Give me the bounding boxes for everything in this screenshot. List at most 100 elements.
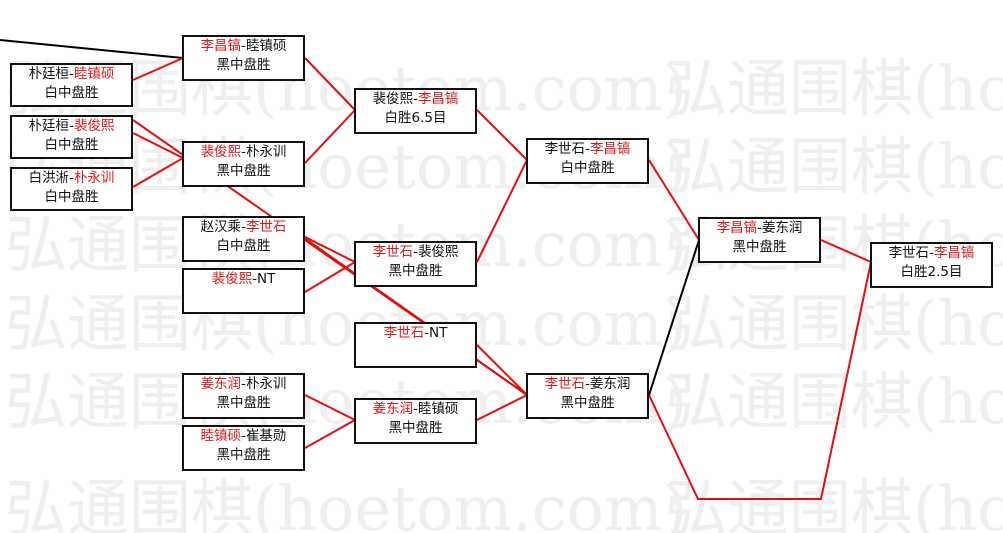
- separator: -: [241, 144, 246, 160]
- match-result: 黑中盘胜: [388, 420, 443, 436]
- separator: -: [69, 118, 74, 134]
- bracket-line: [648, 159, 700, 241]
- match-r3m3: 李世石-NT: [354, 322, 477, 368]
- player-name: 李世石: [544, 141, 586, 157]
- separator: -: [69, 66, 74, 82]
- player-name: 李世石: [245, 219, 287, 235]
- match-r2m3: 赵汉乘-李世石 白中盘胜: [182, 216, 305, 262]
- separator: -: [252, 271, 257, 287]
- player-name: 李昌镐: [417, 91, 459, 107]
- separator: -: [241, 428, 246, 444]
- match-r1m1: 朴廷桓-睦镇硕 白中盘胜: [10, 63, 133, 107]
- separator: -: [929, 245, 934, 261]
- match-r4m2: 李世石-姜东润 黑中盘胜: [526, 373, 649, 419]
- bracket-line: [304, 236, 356, 263]
- separator: -: [241, 219, 246, 235]
- separator: -: [585, 141, 590, 157]
- match-result: 白中盘胜: [44, 189, 99, 205]
- match-result: 白胜6.5目: [384, 110, 447, 126]
- bracket-line: [476, 344, 528, 396]
- player-name: 李世石: [372, 244, 414, 260]
- player-name: 崔基勋: [245, 428, 287, 444]
- separator: -: [757, 220, 762, 236]
- player-name: 姜东润: [200, 376, 242, 392]
- player-name: 朴永训: [245, 144, 287, 160]
- match-result: 黑中盘胜: [388, 263, 443, 279]
- bracket-line: [0, 39, 184, 59]
- separator: -: [413, 244, 418, 260]
- player-name: NT: [257, 271, 276, 287]
- match-result: 黑中盘胜: [216, 395, 271, 411]
- player-name: 裴俊熙: [211, 271, 253, 287]
- separator: -: [69, 170, 74, 186]
- bracket-line: [304, 57, 356, 111]
- player-name: 睦镇硕: [417, 401, 459, 417]
- player-name: 睦镇硕: [245, 38, 287, 54]
- match-r1m3: 白洪淅-朴永训 白中盘胜: [10, 167, 133, 211]
- separator: -: [413, 401, 418, 417]
- bracket-line: [132, 132, 184, 159]
- player-name: 朴永训: [245, 376, 287, 392]
- player-name: 朴廷桓: [28, 66, 70, 82]
- match-r2m6: 睦镇硕-崔基勋 黑中盘胜: [182, 425, 305, 471]
- player-name: 姜东润: [372, 401, 414, 417]
- separator: -: [424, 325, 429, 341]
- match-result: 黑中盘胜: [216, 447, 271, 463]
- match-result: 白中盘胜: [44, 85, 99, 101]
- separator: -: [241, 376, 246, 392]
- match-result: 白胜2.5目: [900, 264, 963, 280]
- match-r6m1: 李世石-李昌镐 白胜2.5目: [870, 242, 993, 288]
- player-name: 睦镇硕: [200, 428, 242, 444]
- player-name: 睦镇硕: [73, 66, 115, 82]
- player-name: 朴永训: [73, 170, 115, 186]
- match-result: 黑中盘胜: [560, 395, 615, 411]
- player-name: 李世石: [383, 325, 425, 341]
- bracket-line: [132, 157, 184, 188]
- player-name: 李昌镐: [200, 38, 242, 54]
- match-result: 黑中盘胜: [732, 239, 787, 255]
- match-r2m1: 李昌镐-睦镇硕 黑中盘胜: [182, 35, 305, 81]
- bracket-line: [648, 261, 872, 500]
- match-r2m2: 裴俊熙-朴永训 黑中盘胜: [182, 141, 305, 187]
- player-name: 裴俊熙: [372, 91, 414, 107]
- bracket-line: [476, 109, 528, 161]
- match-r5m1: 李昌镐-姜东润 黑中盘胜: [698, 217, 821, 263]
- match-r3m1: 裴俊熙-李昌镐 白胜6.5目: [354, 88, 477, 134]
- player-name: 李昌镐: [716, 220, 758, 236]
- player-name: NT: [429, 325, 448, 341]
- match-r4m1: 李世石-李昌镐 白中盘胜: [526, 138, 649, 184]
- bracket-line: [476, 394, 528, 421]
- match-result: 白中盘胜: [44, 137, 99, 153]
- bracket-line: [302, 236, 528, 396]
- player-name: 姜东润: [589, 376, 631, 392]
- match-result: 黑中盘胜: [216, 57, 271, 73]
- separator: -: [413, 91, 418, 107]
- player-name: 姜东润: [761, 220, 803, 236]
- player-name: 李世石: [544, 376, 586, 392]
- bracket-line: [476, 159, 528, 263]
- player-name: 李昌镐: [589, 141, 631, 157]
- bracket-line: [648, 239, 700, 396]
- player-name: 裴俊熙: [73, 118, 115, 134]
- player-name: 裴俊熙: [200, 144, 242, 160]
- bracket-line: [304, 419, 356, 449]
- bracket-line: [132, 57, 184, 81]
- bracket-line: [304, 261, 356, 293]
- bracket-line: [820, 239, 872, 263]
- match-result: 黑中盘胜: [216, 163, 271, 179]
- player-name: 裴俊熙: [417, 244, 459, 260]
- player-name: 白洪淅: [28, 170, 70, 186]
- match-r3m2: 李世石-裴俊熙 黑中盘胜: [354, 241, 477, 287]
- match-r3m4: 姜东润-睦镇硕 黑中盘胜: [354, 398, 477, 444]
- match-result: 白中盘胜: [560, 160, 615, 176]
- separator: -: [585, 376, 590, 392]
- match-r2m5: 姜东润-朴永训 黑中盘胜: [182, 373, 305, 419]
- player-name: 李世石: [888, 245, 930, 261]
- player-name: 朴廷桓: [28, 118, 70, 134]
- match-r2m4: 裴俊熙-NT: [182, 268, 305, 314]
- bracket-line: [304, 109, 356, 164]
- bracket-line: [304, 394, 356, 421]
- player-name: 赵汉乘: [200, 219, 242, 235]
- separator: -: [241, 38, 246, 54]
